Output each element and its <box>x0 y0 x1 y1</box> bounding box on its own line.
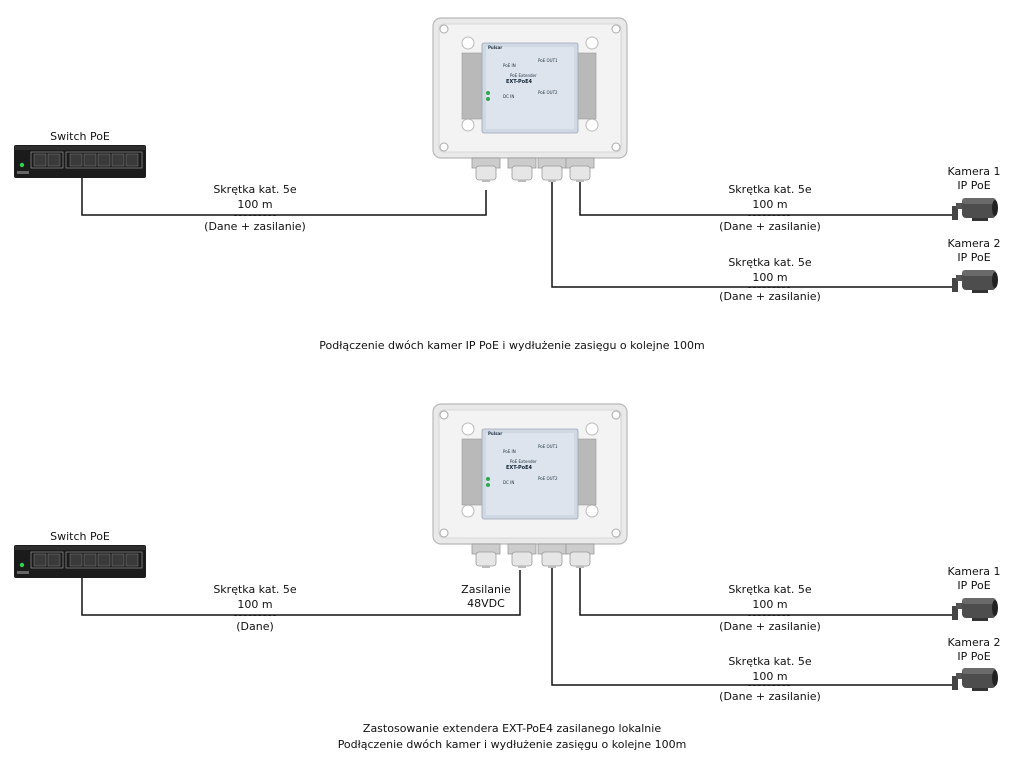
camera2-name: Kamera 2 <box>947 237 1001 250</box>
extender-port-poe-in: PoE IN <box>503 449 516 454</box>
poe-switch-icon <box>14 145 146 178</box>
cable-cam1-label-line3: (Dane + zasilanie) <box>719 220 821 233</box>
cable-cam2-label-line1: Skrętka kat. 5e <box>728 655 812 668</box>
cable-switch-label-line2: 100 m <box>237 198 273 211</box>
extender-port-dc-in: DC IN <box>503 480 515 485</box>
bottom-caption-line1: Zastosowanie extendera EXT-PoE4 zasilane… <box>362 722 662 735</box>
top-caption: Podłączenie dwóch kamer IP PoE i wydłuże… <box>319 339 705 352</box>
camera2-type: IP PoE <box>957 650 991 663</box>
cable-break-marker <box>748 685 790 687</box>
cable-extender-to-cam2-top <box>551 180 955 288</box>
extender-port-dc-in: DC IN <box>503 94 515 99</box>
extender-port-poe-out2: PoE OUT2 <box>538 476 558 481</box>
cable-cam1-label-line2: 100 m <box>752 598 788 611</box>
cable-cam1-label-line3: (Dane + zasilanie) <box>719 620 821 633</box>
extender-module-model: EXT-PoE4 <box>506 79 533 85</box>
camera2-name: Kamera 2 <box>947 636 1001 649</box>
cable-break-marker <box>748 287 790 289</box>
ip-camera-icon <box>952 198 998 221</box>
cable-cam2-label-line2: 100 m <box>752 271 788 284</box>
camera1-type: IP PoE <box>957 579 991 592</box>
extender-port-poe-out1: PoE OUT1 <box>538 444 558 449</box>
extender-module-brand: Pulsar <box>488 431 503 436</box>
extender-enclosure-icon <box>432 17 628 182</box>
extender-module-model: EXT-PoE4 <box>506 465 533 471</box>
cable-break-marker <box>234 615 276 617</box>
cable-extender-to-cam1-top <box>579 180 955 216</box>
cable-switch-label-line3: (Dane) <box>236 620 274 633</box>
cable-switch-label-line3: (Dane + zasilanie) <box>204 220 306 233</box>
ip-camera-icon <box>952 598 998 621</box>
bottom-caption-line2: Podłączenie dwóch kamer i wydłużenie zas… <box>337 738 687 751</box>
cable-cam1-label-line1: Skrętka kat. 5e <box>728 183 812 196</box>
power-supply-label-line1: Zasilanie <box>461 583 511 596</box>
cable-cam2-label-line3: (Dane + zasilanie) <box>719 690 821 703</box>
cable-switch-label-line1: Skrętka kat. 5e <box>213 183 297 196</box>
cable-break-marker <box>748 215 790 217</box>
extender-port-poe-out2: PoE OUT2 <box>538 90 558 95</box>
camera1-type: IP PoE <box>957 179 991 192</box>
cable-cam1-label-line2: 100 m <box>752 198 788 211</box>
cable-cam1-label-line1: Skrętka kat. 5e <box>728 583 812 596</box>
poe-switch-icon <box>14 545 146 578</box>
power-supply-label-line2: 48VDC <box>467 597 505 610</box>
extender-port-poe-in: PoE IN <box>503 63 516 68</box>
extender-module-brand: Pulsar <box>488 45 503 50</box>
camera1-name: Kamera 1 <box>947 565 1001 578</box>
cable-extender-to-cam2-bottom <box>551 565 955 686</box>
cable-switch-label-line1: Skrętka kat. 5e <box>213 583 297 596</box>
camera2-type: IP PoE <box>957 251 991 264</box>
extender-enclosure-icon <box>432 403 628 568</box>
cable-switch-label-line2: 100 m <box>237 598 273 611</box>
extender-port-poe-out1: PoE OUT1 <box>538 58 558 63</box>
ip-camera-icon <box>952 270 998 293</box>
extender-module-title: PoE Extender <box>510 459 537 464</box>
cable-break-marker <box>748 615 790 617</box>
switch-label: Switch PoE <box>50 130 110 143</box>
cable-break-marker <box>234 215 276 217</box>
cable-cam2-label-line3: (Dane + zasilanie) <box>719 290 821 303</box>
extender-module-title: PoE Extender <box>510 73 537 78</box>
cable-cam2-label-line1: Skrętka kat. 5e <box>728 256 812 269</box>
cable-extender-to-cam1-bottom <box>579 565 955 616</box>
switch-label: Switch PoE <box>50 530 110 543</box>
camera1-name: Kamera 1 <box>947 165 1001 178</box>
cable-cam2-label-line2: 100 m <box>752 670 788 683</box>
ip-camera-icon <box>952 668 998 691</box>
cable-switch-to-extender-top <box>81 178 487 216</box>
cable-switch-to-extender-bottom <box>81 570 521 616</box>
